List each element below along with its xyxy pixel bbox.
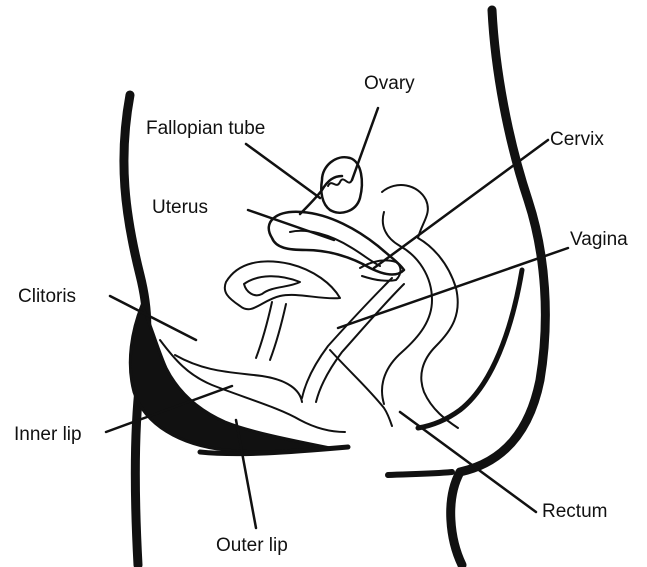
back-body-outline <box>451 10 546 565</box>
label-uterus: Uterus <box>152 198 208 217</box>
label-clitoris: Clitoris <box>18 287 76 306</box>
bladder-inner <box>244 276 300 295</box>
leader-line-ovary <box>352 108 378 180</box>
label-vagina: Vagina <box>570 230 628 249</box>
pubic-hair-shading <box>130 305 330 452</box>
rectum <box>382 185 458 428</box>
rectum-inner <box>382 212 432 404</box>
back-body-crease <box>388 472 452 475</box>
bladder <box>225 261 340 309</box>
label-inner-lip: Inner lip <box>14 425 82 444</box>
urethra <box>256 302 286 360</box>
uterus <box>269 212 404 275</box>
label-fallopian-tube: Fallopian tube <box>146 119 265 138</box>
label-ovary: Ovary <box>364 74 415 93</box>
label-rectum: Rectum <box>542 502 607 521</box>
label-cervix: Cervix <box>550 130 604 149</box>
leader-line-vagina <box>338 248 568 328</box>
leader-line-cervix <box>374 140 548 268</box>
leader-line-fallopian-tube <box>246 144 320 198</box>
ovary <box>321 157 362 212</box>
label-outer-lip: Outer lip <box>216 536 288 555</box>
leader-line-rectum <box>400 412 536 512</box>
